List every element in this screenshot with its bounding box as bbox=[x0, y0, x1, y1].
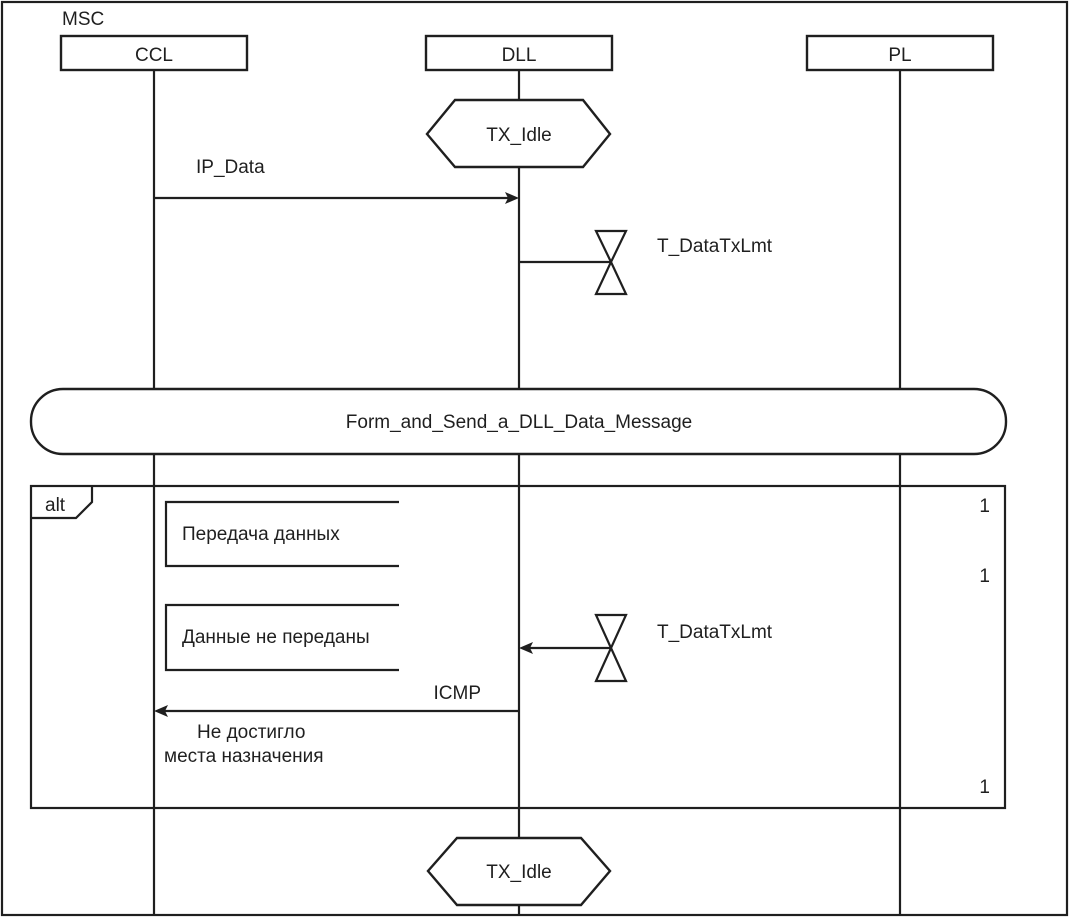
instance-dll: DLL bbox=[424, 34, 614, 72]
instance-label-ccl: CCL bbox=[135, 45, 173, 66]
hourglass-timer-icon bbox=[594, 613, 628, 683]
message-ip-data-label: IP_Data bbox=[196, 157, 265, 178]
hourglass-timer-icon bbox=[594, 229, 628, 296]
instance-label-dll: DLL bbox=[502, 45, 537, 66]
timer-set-label: T_DataTxLmt bbox=[657, 236, 773, 257]
reference-box bbox=[29, 387, 1008, 456]
timer-timeout: T_DataTxLmt bbox=[519, 613, 773, 683]
state-end: TX_Idle bbox=[426, 836, 612, 907]
message-ip-data: IP_Data bbox=[154, 157, 519, 204]
comment-label: Данные не переданы bbox=[182, 627, 370, 648]
instance-pl: PL bbox=[805, 34, 995, 72]
diagram-title: MSC bbox=[62, 9, 104, 30]
timer-timeout-label: T_DataTxLmt bbox=[657, 622, 773, 643]
state-start-label: TX_Idle bbox=[486, 125, 551, 146]
message-icmp-label: ICMP bbox=[434, 683, 482, 704]
state-start: TX_Idle bbox=[425, 98, 612, 169]
operand-marker: 1 bbox=[979, 777, 990, 798]
comment-label: Передача данных bbox=[182, 524, 340, 545]
alt-operator-tab bbox=[31, 486, 94, 520]
alt-frame-border bbox=[29, 484, 1007, 810]
message-icmp-note-line1: Не достигло bbox=[197, 722, 305, 743]
arrowhead-left-icon bbox=[154, 705, 168, 717]
alt-operator-label: alt bbox=[45, 495, 66, 516]
arrowhead-left-icon bbox=[519, 642, 533, 654]
comment-bracket bbox=[164, 500, 399, 568]
instance-ccl: CCL bbox=[59, 34, 249, 72]
alt-frame: alt 1 1 1 Передача данных Данные не пере… bbox=[29, 484, 1007, 810]
reference-label: Form_and_Send_a_DLL_Data_Message bbox=[346, 412, 692, 433]
state-hexagon bbox=[426, 836, 612, 907]
instance-label-pl: PL bbox=[888, 45, 911, 66]
msc-reference: Form_and_Send_a_DLL_Data_Message bbox=[29, 387, 1008, 456]
comment-data-transfer: Передача данных bbox=[164, 500, 399, 568]
message-icmp: ICMP Не достигло места назначения bbox=[154, 683, 519, 767]
comment-data-not-sent: Данные не переданы bbox=[164, 603, 399, 672]
operand-marker: 1 bbox=[979, 496, 990, 517]
state-hexagon bbox=[425, 98, 612, 169]
state-end-label: TX_Idle bbox=[486, 862, 551, 883]
arrowhead-right-icon bbox=[505, 192, 519, 204]
timer-set: T_DataTxLmt bbox=[519, 229, 773, 296]
instance-head-pl bbox=[805, 34, 995, 72]
message-icmp-note-line2: места назначения bbox=[164, 746, 324, 767]
comment-bracket bbox=[164, 603, 399, 672]
operand-marker: 1 bbox=[979, 566, 990, 587]
